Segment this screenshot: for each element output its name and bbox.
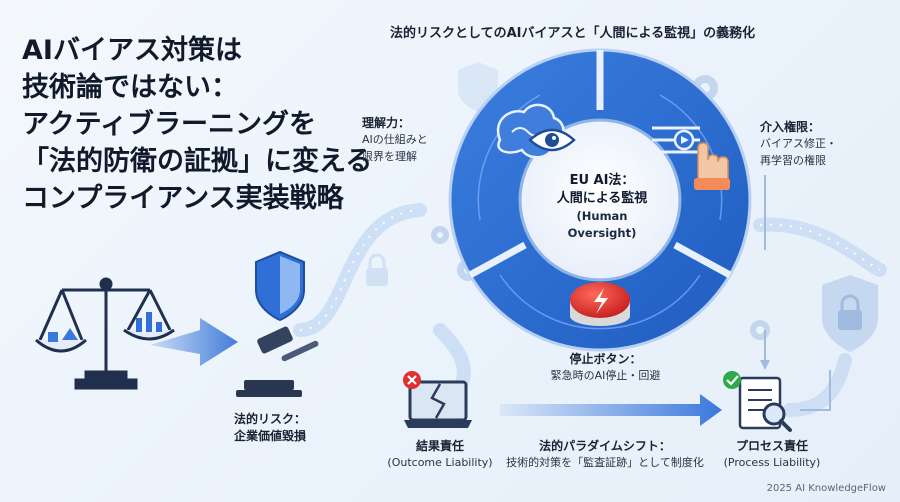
- process-block: プロセス責任 (Process Liability): [712, 437, 832, 471]
- headline-line-5: コンプライアンス実装戦略: [22, 183, 344, 214]
- core-line-3: (Human: [576, 209, 628, 223]
- lock-icon: [822, 275, 878, 352]
- core-label: EU AI法： 人間による監視 (Human Oversight): [543, 172, 661, 242]
- lock-icon: [366, 253, 388, 286]
- headline-line-4: 「法的防衛の証拠」に変える: [22, 146, 373, 177]
- understanding-sub-1: AIの仕組みと: [362, 133, 428, 146]
- paradigm-block: 法的パラダイムシフト： 技術的対策を「監査証跡」として制度化: [500, 437, 710, 471]
- core-line-1: EU AI法：: [569, 173, 635, 188]
- intervention-sub-2: 再学習の権限: [760, 154, 826, 167]
- headline-line-1: AIバイアス対策は: [22, 35, 242, 66]
- intervention-sub-1: バイアス修正・: [760, 137, 837, 150]
- legal-risk-label: 法的リスク：: [234, 412, 307, 426]
- core-line-2: 人間による監視: [556, 191, 648, 206]
- touch-control-icon: [652, 126, 730, 190]
- eye-icon: [528, 128, 576, 152]
- broken-laptop-icon: [403, 371, 472, 428]
- legal-risk-block: 法的リスク： 企業価値毀損: [234, 410, 306, 444]
- stop-button-sub: 緊急時のAI停止・回避: [550, 369, 661, 382]
- process-label: プロセス責任: [735, 439, 808, 453]
- understanding-block: 理解力： AIの仕組みと 限界を理解: [362, 114, 428, 165]
- headline: AIバイアス対策は 技術論ではない： アクティブラーニングを 「法的防衛の証拠」…: [22, 32, 373, 217]
- paradigm-sub: 技術的対策を「監査証跡」として制度化: [506, 456, 704, 469]
- understanding-sub-2: 限界を理解: [362, 150, 417, 163]
- outcome-label: 結果責任: [415, 439, 464, 453]
- outcome-sub: (Outcome Liability): [387, 456, 493, 469]
- shield-icon: [255, 250, 305, 322]
- headline-line-3: アクティブラーニングを: [22, 109, 317, 140]
- paradigm-label: 法的パラダイムシフト：: [539, 439, 671, 453]
- credit-text: 2025 AI KnowledgeFlow: [766, 483, 886, 494]
- paradigm-arrow: [500, 394, 722, 426]
- diagram-title: 法的リスクとしてのAIバイアスと「人間による監視」の義務化: [390, 26, 756, 41]
- stop-button-icon: [570, 282, 630, 326]
- understanding-label: 理解力：: [362, 116, 411, 130]
- legal-risk-sub: 企業価値毀損: [234, 429, 307, 443]
- outcome-block: 結果責任 (Outcome Liability): [380, 437, 500, 471]
- headline-line-2: 技術論ではない：: [22, 72, 238, 103]
- checklist-magnifier-icon: [723, 371, 792, 432]
- intervention-block: 介入権限： バイアス修正・ 再学習の権限: [760, 118, 837, 169]
- stop-button-block: 停止ボタン： 緊急時のAI停止・回避: [548, 350, 663, 384]
- flow-arrow: [150, 318, 238, 366]
- scale-icon: [35, 277, 175, 390]
- process-sub: (Process Liability): [723, 456, 821, 469]
- stop-button-label: 停止ボタン：: [569, 352, 642, 366]
- intervention-label: 介入権限：: [760, 120, 821, 134]
- gavel-icon: [236, 326, 319, 397]
- core-line-4: Oversight): [567, 226, 637, 240]
